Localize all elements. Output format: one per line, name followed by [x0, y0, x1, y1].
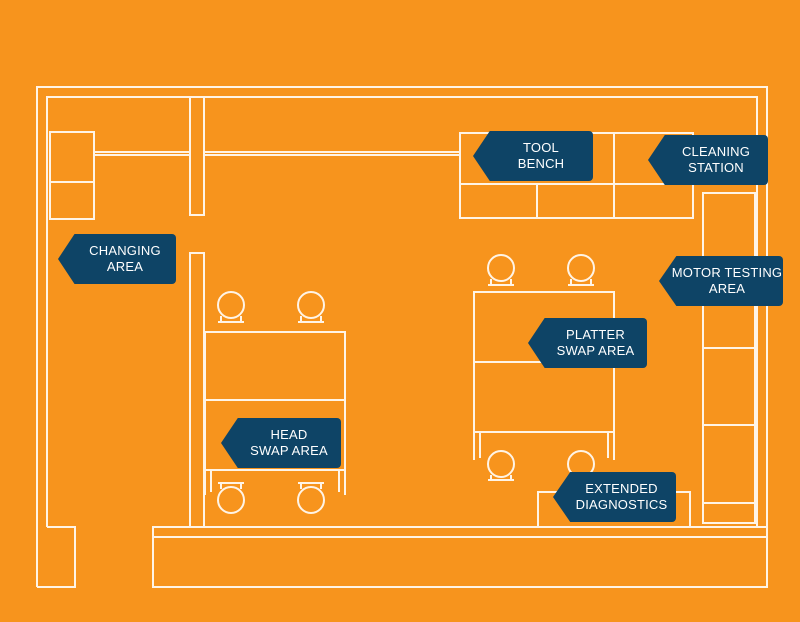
label-extended-diagnostics-line2: DIAGNOSTICS	[575, 497, 668, 512]
label-head-swap-area-line1: HEAD	[270, 427, 308, 442]
label-cleaning-station-line1: CLEANING	[681, 144, 751, 159]
head-swap-table-top	[204, 331, 346, 401]
changing-cubby-top	[49, 131, 95, 183]
label-platter-swap-area-line2: SWAP AREA	[556, 343, 635, 358]
label-motor-testing-area: MOTOR TESTING AREA	[659, 256, 783, 306]
label-platter-swap-area-line1: PLATTER	[566, 327, 625, 342]
label-changing-area-line2: AREA	[106, 259, 144, 274]
head-swap-table-bottom	[204, 399, 346, 471]
label-tool-bench-line2: BENCH	[517, 156, 565, 171]
label-tool-bench-line1: TOOL	[523, 140, 559, 155]
label-motor-testing-area-line2: AREA	[708, 281, 746, 296]
partition-post-middle	[189, 252, 205, 528]
changing-cubby-bottom	[49, 181, 95, 220]
outer-wall	[36, 86, 768, 587]
label-cleaning-station-line2: STATION	[688, 160, 744, 175]
label-head-swap-area: HEAD SWAP AREA	[221, 418, 341, 468]
label-changing-area-line1: CHANGING	[89, 243, 161, 258]
label-motor-testing-area-line1: MOTOR TESTING	[671, 265, 783, 280]
label-extended-diagnostics: EXTENDED DIAGNOSTICS	[553, 472, 676, 522]
label-tool-bench: TOOL BENCH	[473, 131, 593, 181]
platter-swap-table-bottom	[473, 361, 615, 433]
chairs	[217, 254, 595, 514]
wall-stub-left	[37, 526, 76, 588]
right-counter	[702, 192, 756, 524]
bottom-counter	[152, 526, 768, 588]
label-platter-swap-area: PLATTER SWAP AREA	[528, 318, 647, 368]
label-cleaning-station: CLEANING STATION	[648, 135, 768, 185]
inner-wall	[46, 96, 758, 527]
label-changing-area: CHANGING AREA	[58, 234, 176, 284]
partition-post-top	[189, 96, 205, 216]
label-head-swap-area-line2: SWAP AREA	[250, 443, 328, 458]
label-extended-diagnostics-line1: EXTENDED	[585, 481, 658, 496]
